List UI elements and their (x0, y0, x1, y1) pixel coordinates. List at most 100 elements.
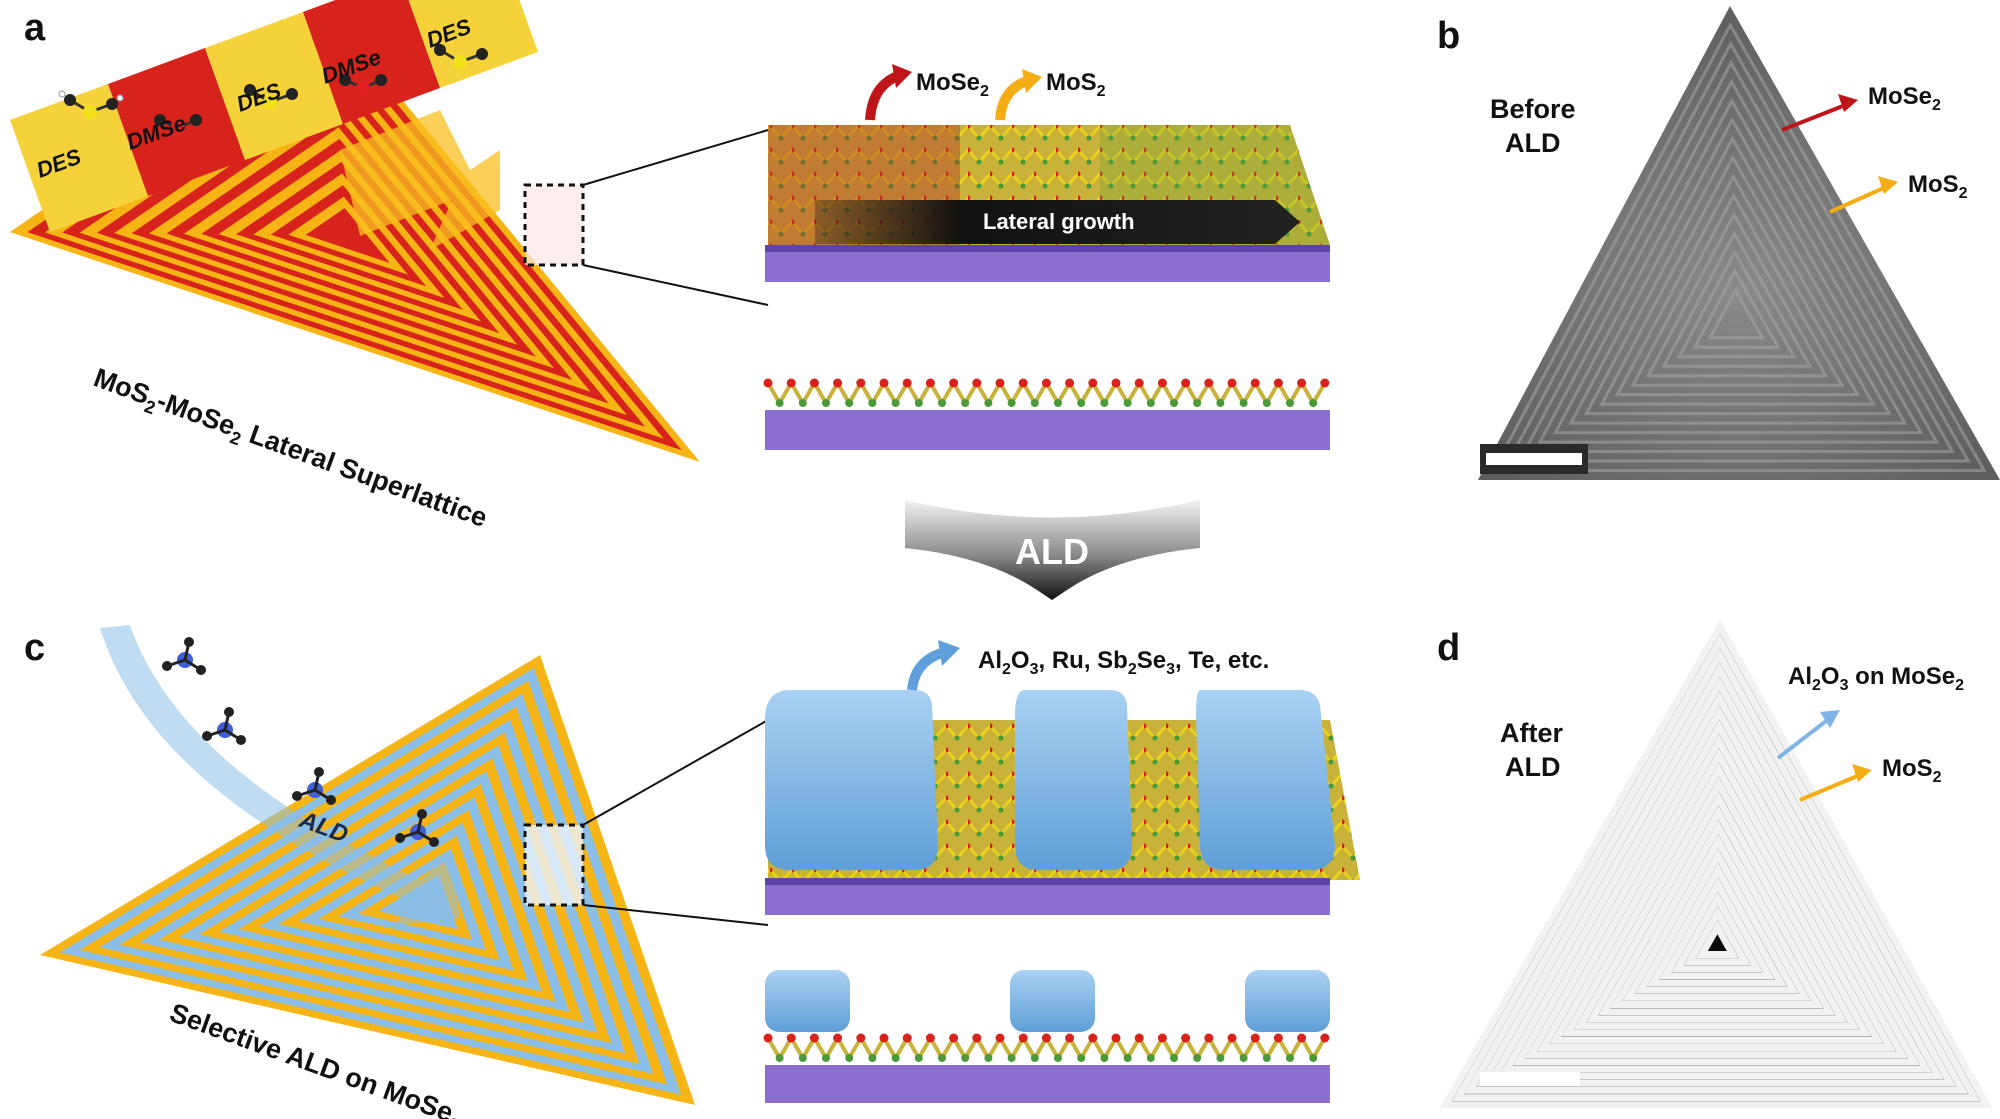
scale-bar (1486, 453, 1582, 465)
atom (1123, 1054, 1132, 1062)
condition-line1-b: Before (1490, 94, 1576, 124)
sem-bright-stripe (1512, 705, 1920, 1066)
sem-bright-stripe (1549, 748, 1884, 1044)
atom (833, 1033, 843, 1043)
growth-arrow (340, 110, 500, 250)
atom (925, 378, 935, 388)
atom (786, 1033, 796, 1043)
atom (1088, 1033, 1098, 1043)
panel-d: d After ALD Al2O3 on MoSe2 MoS2 (1437, 619, 1993, 1109)
atom (775, 1054, 784, 1062)
ald-film-block (765, 690, 938, 870)
precursor-molecules (162, 637, 439, 847)
zoom-box-a (523, 183, 585, 267)
caption-a: MoS2-MoSe2 Lateral Superlattice (88, 362, 491, 537)
atom (938, 399, 946, 407)
sem-bright-stripe (1537, 733, 1896, 1051)
condition-line2-b: ALD (1505, 128, 1561, 158)
label-al2o3-d: Al2O3 on MoSe2 (1788, 663, 1964, 694)
atom (763, 378, 773, 388)
atom (1273, 1033, 1283, 1043)
atom (1077, 399, 1086, 407)
atom (856, 378, 866, 388)
zoom-line (582, 264, 769, 306)
label-mos2-b: MoS2 (1908, 171, 1968, 202)
atom (925, 1033, 935, 1043)
atom (1262, 1054, 1271, 1062)
panel-a: a DES DMSe DES DMSe DES (10, 0, 1330, 537)
ald-film-block (1196, 690, 1335, 870)
label-mos2-a: MoS2 (1046, 69, 1106, 100)
ald-film-cross (1245, 970, 1330, 1032)
atom (1216, 399, 1225, 407)
cross-section-a (763, 378, 1330, 450)
panel-label-b: b (1437, 15, 1460, 57)
precursor-strip (10, 0, 538, 232)
atom (1065, 1033, 1075, 1043)
atom (1077, 1054, 1086, 1062)
atom (1007, 399, 1016, 407)
atom (1054, 399, 1062, 407)
atom (1157, 1033, 1167, 1043)
sem-stripes-faint (1490, 21, 1987, 473)
atom (798, 1054, 807, 1062)
atom (1204, 1033, 1214, 1043)
mos2-arrow-head-b (1878, 176, 1898, 194)
sem-faint-stripe (1537, 78, 1940, 444)
atom (972, 1033, 982, 1043)
sem-bright-stripe (1476, 662, 1957, 1087)
panel-c: c ALD Selective ALD on MoSe2 Al2O3, Ru, … (24, 625, 1360, 1119)
atom (891, 399, 900, 407)
condition-line2-d: ALD (1505, 752, 1561, 782)
atom (1227, 378, 1237, 388)
zoom-line (582, 129, 769, 186)
atom (1193, 1054, 1202, 1062)
atom (995, 1033, 1005, 1043)
ald-film-cross (1010, 970, 1095, 1032)
panel-b: b Before ALD MoSe2 MoS2 (1437, 6, 2000, 480)
lattice-block-a: Lateral growth MoSe2 MoS2 (765, 64, 1330, 282)
mos2-arrow-head (1022, 69, 1042, 93)
sem-bright-stripe (1561, 762, 1872, 1037)
atom (845, 399, 854, 407)
sem-bright-stripe (1451, 633, 1981, 1102)
panel-label-a: a (24, 7, 46, 49)
mos2-arrow-head-d (1852, 764, 1872, 782)
sem-faint-stripe (1599, 154, 1876, 406)
sem-faint-stripe (1645, 211, 1829, 378)
al2o3-arrow-head-d (1820, 710, 1840, 728)
sem-bright-stripe (1610, 819, 1824, 1009)
panel-label-c: c (24, 627, 45, 669)
atom (822, 399, 830, 407)
atom (1146, 1054, 1155, 1062)
sem-bright-stripe (1598, 805, 1836, 1016)
atom (891, 1054, 900, 1062)
atom (995, 378, 1005, 388)
atom (1100, 1054, 1109, 1062)
substrate-cross-c (765, 1065, 1330, 1103)
atom (1100, 399, 1109, 407)
al2o3-arrow-d (1776, 716, 1832, 760)
atom (1204, 378, 1214, 388)
lattice-block-c: Al2O3, Ru, Sb2Se3, Te, etc. (765, 640, 1360, 915)
sem-bright-stripe (1622, 834, 1812, 1001)
ald-arrow-label: ALD (1015, 531, 1089, 572)
sem-bright-stripe (1646, 862, 1788, 987)
atom (1054, 1054, 1062, 1062)
atom (879, 1033, 889, 1043)
atom (914, 399, 923, 407)
atom (1041, 378, 1051, 388)
substrate-edge (765, 245, 1330, 252)
mose2-arrow-b (1781, 102, 1849, 132)
strip-segment-dmse (303, 0, 440, 124)
atom (856, 1033, 866, 1043)
sem-bright-stripe (1634, 848, 1800, 994)
atom (914, 1054, 923, 1062)
zoom-line (582, 719, 769, 826)
atom (1065, 378, 1075, 388)
atom (1018, 378, 1028, 388)
label-mose2-b: MoSe2 (1868, 83, 1941, 114)
sem-bright-stripe (1573, 776, 1860, 1030)
atom (984, 1054, 993, 1062)
sem-faint-stripe (1552, 97, 1924, 435)
